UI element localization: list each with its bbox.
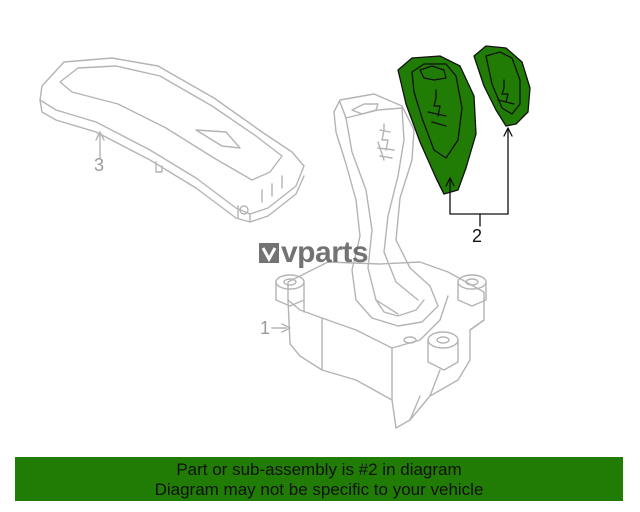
callout-arrows-gray [95,131,291,333]
banner-line-2: Diagram may not be specific to your vehi… [154,480,484,499]
callout-label-3: 3 [94,155,105,175]
vparts-watermark-logo: vparts [258,236,369,270]
banner-line-1: Part or sub-assembly is #2 in diagram [176,460,462,479]
part-2-shift-knob-covers [397,45,531,227]
part-1-gear-selector-housing [275,261,487,429]
part-2-cover-small [473,45,531,127]
vparts-logo-icon [259,243,279,263]
callout-label-2: 2 [472,226,483,246]
part-3-console-trim [39,57,305,223]
part-2-cover-large [397,55,477,195]
watermark-brand-text: vparts [281,236,369,269]
info-banner: Part or sub-assembly is #2 in diagram Di… [15,457,623,501]
callout-label-1: 1 [260,318,271,338]
callout-bracket-2 [445,127,513,227]
shift-lever-knob [333,93,439,327]
